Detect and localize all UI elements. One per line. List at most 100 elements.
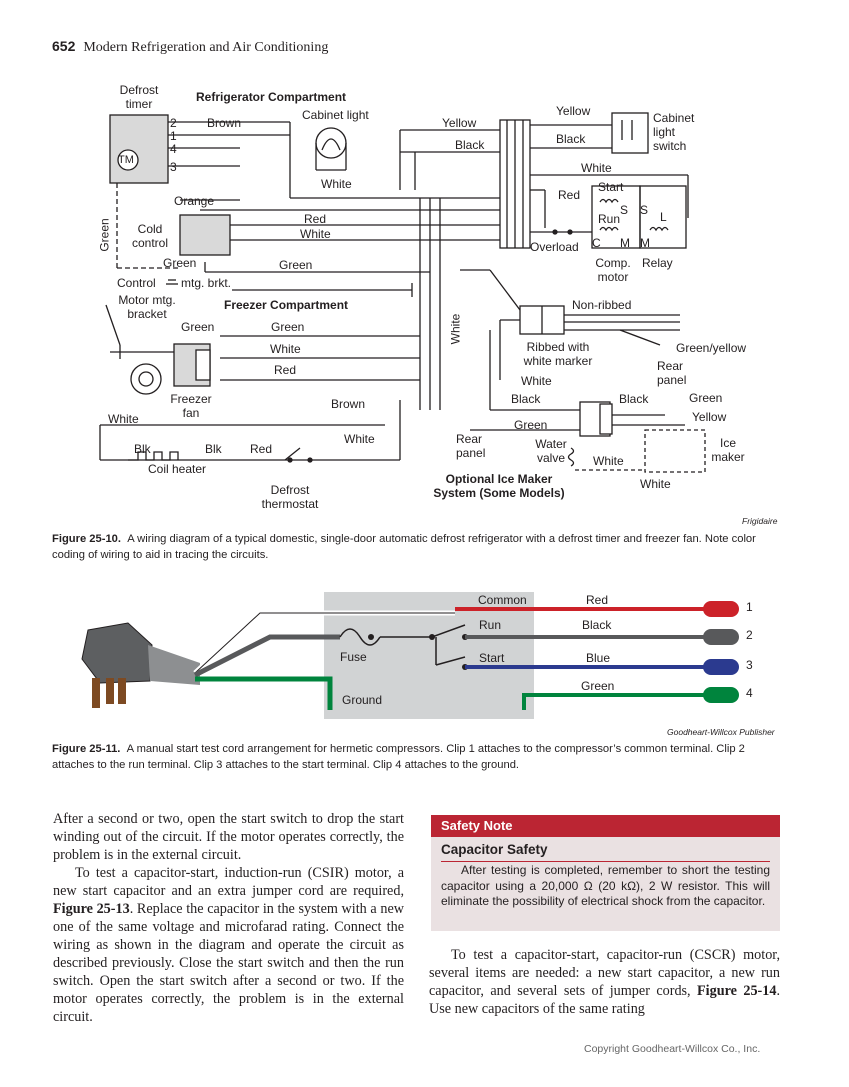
white-wire-label-valve: White: [593, 454, 624, 468]
rear-panel-right-label: Rear panel: [657, 359, 687, 387]
green-ground-wire: [522, 693, 705, 710]
divider: [441, 861, 770, 862]
c-terminal: C: [592, 236, 601, 250]
cold-control-label: Cold control: [131, 222, 169, 250]
figure-25-11: Common Run Start Fuse Ground Red Black B…: [0, 585, 849, 725]
paragraph-text: To test a capacitor-start, capacitor-run…: [429, 947, 780, 999]
optional-ice-maker-label: Optional Ice Maker System (Some Models): [433, 472, 565, 500]
plug-icon: [81, 622, 200, 708]
ice-maker-label: Ice maker: [711, 436, 745, 464]
black-wire-label: Black: [455, 138, 485, 152]
control-label: Control: [117, 276, 156, 290]
white-wire-label-ice: White: [521, 374, 552, 388]
running-title: Modern Refrigeration and Air Conditionin…: [83, 40, 329, 55]
white-wire-label-mid: White: [300, 227, 331, 241]
clip-4-number: 4: [746, 686, 753, 700]
green-wire-label-fz2: Green: [271, 320, 305, 334]
copyright-footer: Copyright Goodheart-Willcox Co., Inc.: [584, 1043, 761, 1055]
relay-label: Relay: [642, 256, 673, 270]
paragraph: To test a capacitor-start, capacitor-run…: [429, 946, 780, 1018]
yellow-wire-label-right: Yellow: [556, 104, 591, 118]
figure-25-11-credit: Goodheart-Willcox Publisher: [667, 727, 775, 737]
clip-4-icon[interactable]: [703, 687, 739, 703]
paragraph-text: . Replace the capacitor in the system wi…: [53, 901, 404, 1025]
figure-reference[interactable]: Figure 25-13: [53, 901, 130, 917]
left-column-text: After a second or two, open the start sw…: [53, 810, 404, 1026]
start-label: Start: [598, 180, 624, 194]
run-label: Run: [598, 212, 621, 226]
red-wire-label-fz: Red: [274, 363, 297, 377]
fuse-icon: [339, 628, 381, 646]
clip-1-number: 1: [746, 600, 753, 614]
paragraph-text: . Use new capacitors of the same rating: [429, 983, 780, 1017]
white-wire-label-bottom: White: [640, 477, 671, 491]
yellow-wire-label-ice: Yellow: [692, 410, 727, 424]
clip-2-icon[interactable]: [703, 629, 739, 645]
blk-label-1: Blk: [134, 442, 151, 456]
figure-25-10-credit: Frigidaire: [742, 516, 778, 526]
clip-2-number: 2: [746, 628, 753, 642]
cabinet-light-label: Cabinet light: [302, 108, 369, 122]
figure-25-11-number: Figure 25-11.: [52, 743, 121, 755]
red-wire-label-mid: Red: [304, 212, 327, 226]
green-wire-label-long: Green: [279, 258, 313, 272]
clip-1-icon[interactable]: [703, 601, 739, 617]
figure-25-10-number: Figure 25-10.: [52, 533, 122, 545]
s-terminal-1: S: [620, 203, 629, 217]
green-label: Green: [581, 679, 615, 693]
defrost-thermostat-label: Defrost thermostat: [261, 483, 319, 511]
red-label: Red: [586, 593, 609, 607]
water-valve-label: Water valve: [535, 437, 567, 465]
m-terminal-1: M: [620, 236, 630, 250]
paragraph-text: To test a capacitor-start, induction-run…: [53, 865, 404, 899]
m-terminal-2: M: [640, 236, 650, 250]
freezer-compartment-label: Freezer Compartment: [224, 298, 349, 312]
figure-reference[interactable]: Figure 25-14: [697, 983, 777, 999]
comp-motor-label: Comp. motor: [595, 256, 631, 284]
terminal-2-label: 2: [170, 116, 177, 130]
safety-note-title: Capacitor Safety: [441, 842, 548, 857]
motor-mtg-bracket-label: Motor mtg. bracket: [118, 293, 176, 321]
coil-heater-label: Coil heater: [148, 462, 207, 476]
timer-motor-label: TM: [118, 154, 134, 166]
white-wire-label-top: White: [581, 161, 612, 175]
white-wire-label-fz: White: [270, 342, 301, 356]
orange-wire-label: Orange: [174, 194, 215, 208]
yellow-wire-label: Yellow: [442, 116, 477, 130]
green-wire-label-ice1: Green: [514, 418, 548, 432]
blue-label: Blue: [586, 651, 611, 665]
green-wire-label-ice2: Green: [689, 391, 723, 405]
black-wire-label-ice1: Black: [511, 392, 541, 406]
start-terminal-label: Start: [479, 651, 505, 665]
common-label: Common: [478, 593, 527, 607]
wiring-diagram: [99, 112, 706, 473]
white-wire-label-heater: White: [344, 432, 375, 446]
black-wire-label-right: Black: [556, 132, 586, 146]
red-wire-label-heater: Red: [250, 442, 273, 456]
green-wire-label-fz1: Green: [181, 320, 215, 334]
test-cord-diagram: [81, 592, 739, 719]
refrigerator-compartment-label: Refrigerator Compartment: [196, 90, 347, 104]
ribbed-label: Ribbed with white marker: [523, 340, 593, 368]
terminal-4-label: 4: [170, 142, 177, 156]
figure-25-10: Defrost timer Refrigerator Compartment C…: [0, 0, 849, 520]
rear-panel-left-label: Rear panel: [456, 432, 486, 460]
white-wire-label-left: White: [108, 412, 139, 426]
paragraph: After a second or two, open the start sw…: [53, 811, 404, 863]
mtg-brkt-label: mtg. brkt.: [181, 276, 232, 290]
freezer-fan-label: Freezer fan: [170, 392, 212, 420]
fuse-label: Fuse: [340, 650, 367, 664]
black-wire-label-ice2: Black: [619, 392, 649, 406]
terminal-1-label: 1: [170, 129, 177, 143]
clip-3-number: 3: [746, 658, 753, 672]
s-terminal-2: S: [640, 203, 649, 217]
brown-wire-label-fz: Brown: [331, 397, 366, 411]
green-yellow-label: Green/yellow: [676, 341, 747, 355]
blk-label-2: Blk: [205, 442, 222, 456]
green-wire-label-cc: Green: [163, 256, 197, 270]
safety-note: Safety Note Capacitor Safety After testi…: [431, 815, 780, 931]
figure-25-11-caption: Figure 25-11. A manual start test cord a…: [52, 742, 782, 773]
clip-3-icon[interactable]: [703, 659, 739, 675]
paragraph: To test a capacitor-start, induction-run…: [53, 864, 404, 1026]
black-label: Black: [582, 618, 612, 632]
